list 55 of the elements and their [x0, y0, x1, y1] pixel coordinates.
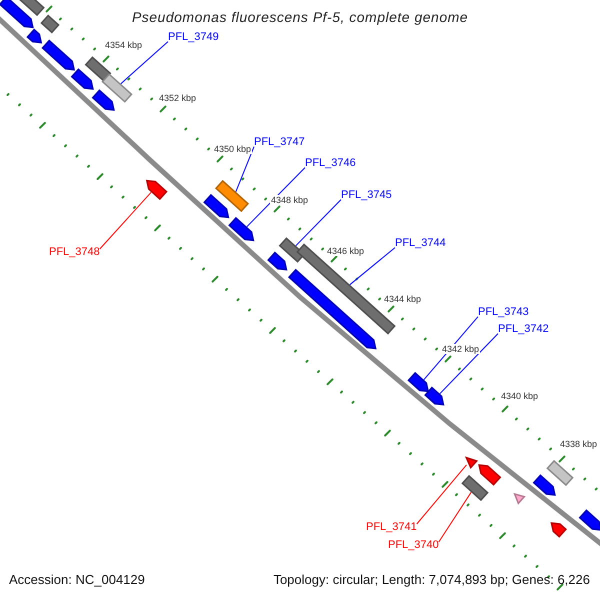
gene-block — [92, 89, 115, 111]
gene-block — [478, 464, 502, 486]
scale-label: 4338 kbp — [559, 439, 598, 450]
gene-block — [70, 68, 94, 90]
scale-label: 4352 kbp — [158, 93, 198, 104]
gene-block — [203, 194, 230, 218]
gene-bar — [40, 14, 60, 34]
gene-label: PFL_3743 — [478, 306, 529, 319]
gene-block — [578, 509, 600, 531]
leader-line — [120, 41, 168, 84]
title: Pseudomonas fluorescens Pf-5, complete genome — [130, 9, 470, 26]
gene-block — [288, 268, 377, 350]
leader-line — [99, 192, 152, 250]
gene-marker — [513, 492, 526, 505]
gene-block — [407, 372, 430, 392]
scale-label: 4350 kbp — [213, 144, 252, 154]
leader-line — [439, 333, 498, 394]
scale-label: 4342 kbp — [441, 344, 480, 354]
leader-line — [349, 247, 396, 286]
gene-label: PFL_3741 — [366, 521, 417, 534]
gene-label: PFL_3746 — [305, 157, 356, 170]
genome-info-text: Topology: circular; Length: 7,074,893 bp; Genes: 6,226 — [273, 573, 590, 588]
gene-label: PFL_3749 — [168, 31, 219, 44]
gene-label: PFL_3742 — [498, 323, 549, 336]
scale-label: 4344 kbp — [383, 294, 422, 304]
gene-block — [0, 0, 34, 28]
gene-label: PFL_3748 — [49, 246, 100, 259]
leader-line — [416, 464, 467, 524]
gene-block — [146, 180, 168, 200]
gene-block — [26, 28, 42, 44]
gene-label: PFL_3747 — [254, 136, 305, 149]
gene-block — [424, 386, 444, 406]
gene-marker — [464, 456, 478, 470]
leader-line — [235, 146, 254, 192]
accession-text: Accession: NC_004129 — [9, 573, 145, 588]
leader-line — [295, 199, 342, 246]
scale-label: 4354 kbp — [104, 40, 144, 50]
gene-label: PFL_3744 — [395, 237, 446, 250]
gene-label: PFL_3745 — [341, 189, 392, 202]
scale-label: 4346 kbp — [326, 246, 366, 256]
gene-bar — [461, 474, 489, 502]
gene-bar — [101, 73, 133, 103]
gene-bar — [546, 460, 574, 486]
gene-block — [228, 216, 254, 242]
leader-line — [246, 167, 306, 228]
gene-bar — [214, 180, 250, 212]
gene-block — [41, 40, 76, 71]
gene-label: PFL_3740 — [388, 539, 439, 552]
scale-label: 4340 kbp — [500, 391, 540, 402]
leader-line — [438, 492, 472, 542]
gene-block — [532, 474, 556, 496]
gene-block — [550, 522, 567, 538]
gene-block — [267, 252, 288, 271]
gene-bar — [84, 56, 112, 82]
scale-label: 4348 kbp — [270, 195, 310, 206]
